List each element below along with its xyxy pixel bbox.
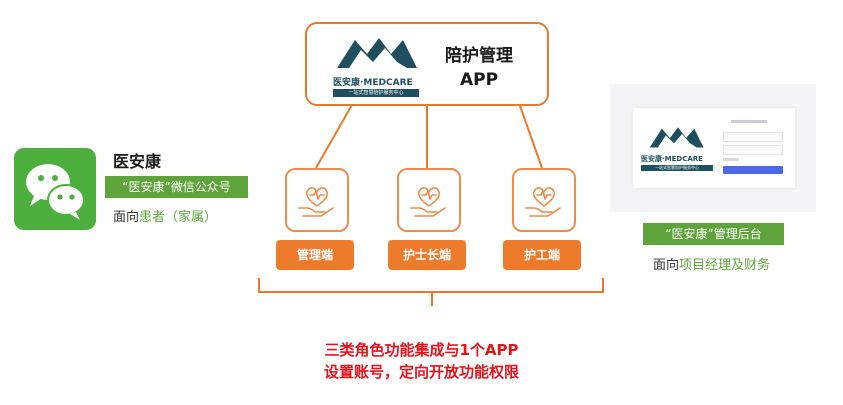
medcare-logo-icon (337, 38, 417, 68)
role-label-manager: 管理端 (276, 240, 354, 270)
logo-text: 医安康·MEDCARE (333, 78, 413, 88)
username-input[interactable] (723, 132, 783, 142)
admin-login-panel: 医安康·MEDCARE 一站式智慧陪护服务中心 (633, 108, 795, 188)
role-label-caregiver: 护工端 (503, 240, 581, 270)
app-title-line1: 陪护管理 (445, 46, 513, 66)
medcare-logo-icon (649, 127, 704, 148)
app-title: 陪护管理 APP (429, 44, 529, 92)
admin-audience: 面向项目经理及财务 (653, 254, 770, 273)
app-title-line2: APP (459, 70, 499, 90)
role-icon-box-head-nurse (397, 168, 461, 232)
heart-hand-icon (298, 187, 334, 217)
admin-label-badge: “医安康”管理后台 (643, 223, 784, 245)
summary-line1: 三类角色功能集成与1个APP (324, 341, 519, 359)
heart-hand-icon (525, 187, 561, 217)
app-logo: 医安康·MEDCARE 一站式智慧陪护服务中心 (333, 32, 419, 97)
wechat-name: 医安康 (113, 152, 162, 171)
remember-checkbox[interactable] (723, 158, 739, 161)
logo-subtitle: 一站式智慧陪护服务中心 (641, 165, 713, 171)
logo-subtitle: 一站式智慧陪护服务中心 (333, 89, 419, 97)
summary-line2: 设置账号，定向开放功能权限 (323, 363, 519, 381)
heart-hand-icon (410, 187, 446, 217)
role-icon-box-caregiver (512, 168, 576, 232)
wechat-icon (14, 148, 96, 230)
wechat-audience: 面向患者（家属） (113, 206, 217, 225)
login-button[interactable] (723, 166, 783, 174)
wechat-account-badge: “医安康”微信公众号 (105, 176, 248, 198)
login-heading-bar (731, 120, 767, 123)
role-icon-box-manager (285, 168, 349, 232)
role-label-head-nurse: 护士长端 (388, 240, 466, 270)
logo-text: 医安康·MEDCARE (641, 155, 703, 163)
audience-prefix: 面向 (653, 258, 680, 273)
audience-highlight: 项目经理及财务 (679, 258, 771, 273)
password-input[interactable] (723, 145, 783, 155)
audience-prefix: 面向 (113, 210, 140, 225)
admin-logo: 医安康·MEDCARE 一站式智慧陪护服务中心 (641, 122, 713, 171)
audience-highlight: 患者（家属） (139, 210, 218, 225)
